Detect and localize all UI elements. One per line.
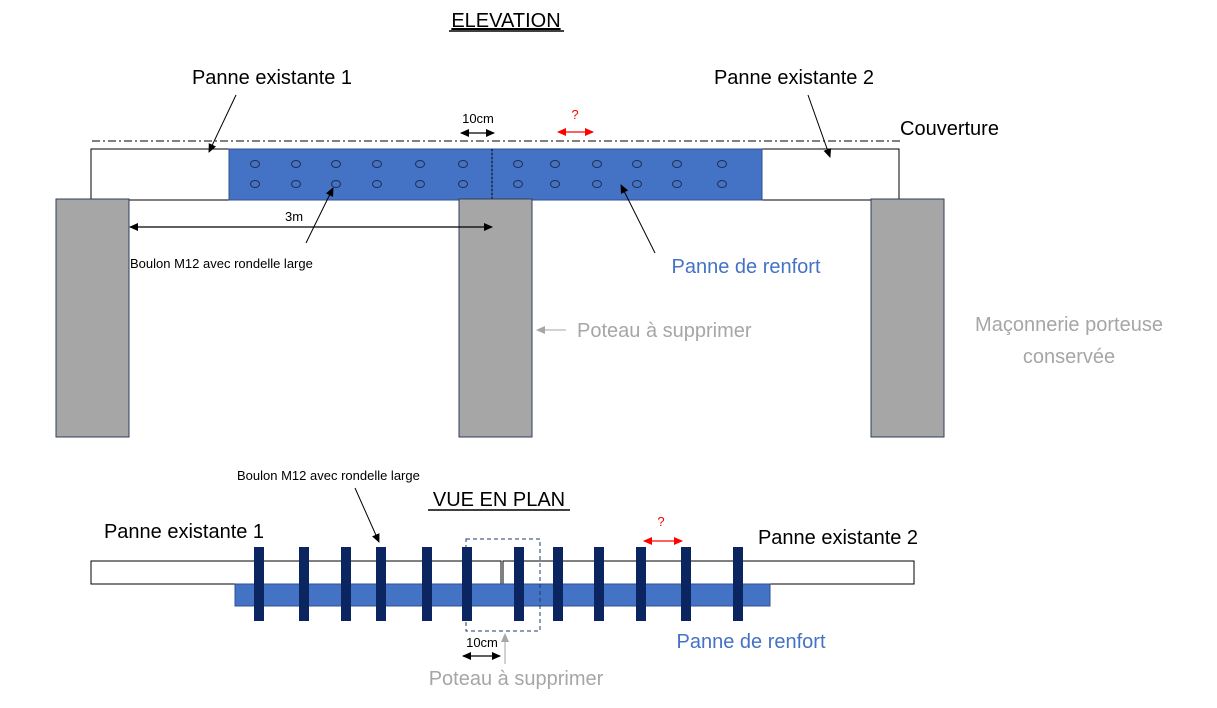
plan-bolt xyxy=(299,547,309,621)
plan-bolt xyxy=(681,547,691,621)
bolt-hole xyxy=(372,180,382,188)
bolt-hole xyxy=(415,160,425,168)
plan-post-outline xyxy=(465,538,541,632)
plan-bolt-pointer xyxy=(354,487,380,543)
plan-bolts xyxy=(254,547,743,621)
masonry-label-line2: conservée xyxy=(1023,346,1115,368)
plan-bolt xyxy=(553,547,563,621)
bolt-hole xyxy=(672,160,682,168)
plan-bolt xyxy=(341,547,351,621)
bolt-hole xyxy=(632,180,642,188)
masonry-label-line1: Maçonnerie porteuse xyxy=(975,314,1163,336)
post-to-remove xyxy=(458,198,533,438)
bolt-hole xyxy=(291,160,301,168)
bolt-hole xyxy=(372,160,382,168)
bolt-hole xyxy=(550,160,560,168)
plan-bolt xyxy=(462,547,472,621)
bolt-hole xyxy=(672,180,682,188)
bolt-hole xyxy=(291,180,301,188)
bolt-hole xyxy=(415,180,425,188)
plan-bolt xyxy=(636,547,646,621)
bolt-hole xyxy=(331,160,341,168)
reinforcement-beam xyxy=(228,148,763,201)
elevation-title: ELEVATION xyxy=(451,10,560,32)
plan-bolt xyxy=(376,547,386,621)
plan-view: Boulon M12 avec rondelle large VUE EN PL… xyxy=(90,468,918,690)
bolt-hole xyxy=(513,160,523,168)
plan-bolt xyxy=(733,547,743,621)
plan-reinforcement-label: Panne de renfort xyxy=(677,631,826,653)
existing-beam-1 xyxy=(90,148,232,201)
plan-title: VUE EN PLAN xyxy=(433,489,565,511)
bolt-hole xyxy=(717,180,727,188)
bolt-hole xyxy=(632,160,642,168)
reinforcement-pointer xyxy=(620,184,656,254)
bolt-hole xyxy=(458,180,468,188)
plan-bolt xyxy=(514,547,524,621)
bolt-pointer xyxy=(305,187,334,244)
dim-question-label: ? xyxy=(571,107,578,122)
bolt-label: Boulon M12 avec rondelle large xyxy=(130,256,313,271)
masonry-right xyxy=(870,198,945,438)
bolt-hole xyxy=(331,180,341,188)
plan-bolt xyxy=(594,547,604,621)
elevation-view: ELEVATION Panne existante 1 Panne exista… xyxy=(55,10,1163,438)
beam2-pointer xyxy=(807,94,832,158)
bolt-hole xyxy=(458,160,468,168)
dim-10cm-label: 10cm xyxy=(462,111,494,126)
bolt-hole xyxy=(250,160,260,168)
beam1-pointer xyxy=(208,94,237,153)
bolt-hole xyxy=(550,180,560,188)
bolt-hole xyxy=(513,180,523,188)
plan-existing-beam-1 xyxy=(90,560,502,585)
bolt-hole xyxy=(592,180,602,188)
plan-existing-beam-2 xyxy=(502,560,915,585)
elevation-bolts xyxy=(250,160,727,188)
plan-dim-question-label: ? xyxy=(657,514,664,529)
plan-dim-10cm-label: 10cm xyxy=(466,635,498,650)
dim-3m-label: 3m xyxy=(285,209,303,224)
masonry-left xyxy=(55,198,130,438)
post-label: Poteau à supprimer xyxy=(577,320,752,342)
beam2-label: Panne existante 2 xyxy=(714,67,874,89)
plan-bolt-label: Boulon M12 avec rondelle large xyxy=(237,468,420,483)
plan-bolt xyxy=(422,547,432,621)
reinforcement-label: Panne de renfort xyxy=(672,256,821,278)
roof-label: Couverture xyxy=(900,118,999,140)
bolt-hole xyxy=(717,160,727,168)
beam1-label: Panne existante 1 xyxy=(192,67,352,89)
plan-post-label: Poteau à supprimer xyxy=(429,668,604,690)
bolt-hole xyxy=(250,180,260,188)
bolt-hole xyxy=(592,160,602,168)
plan-beam2-label: Panne existante 2 xyxy=(758,527,918,549)
plan-bolt xyxy=(254,547,264,621)
plan-beam1-label: Panne existante 1 xyxy=(104,521,264,543)
